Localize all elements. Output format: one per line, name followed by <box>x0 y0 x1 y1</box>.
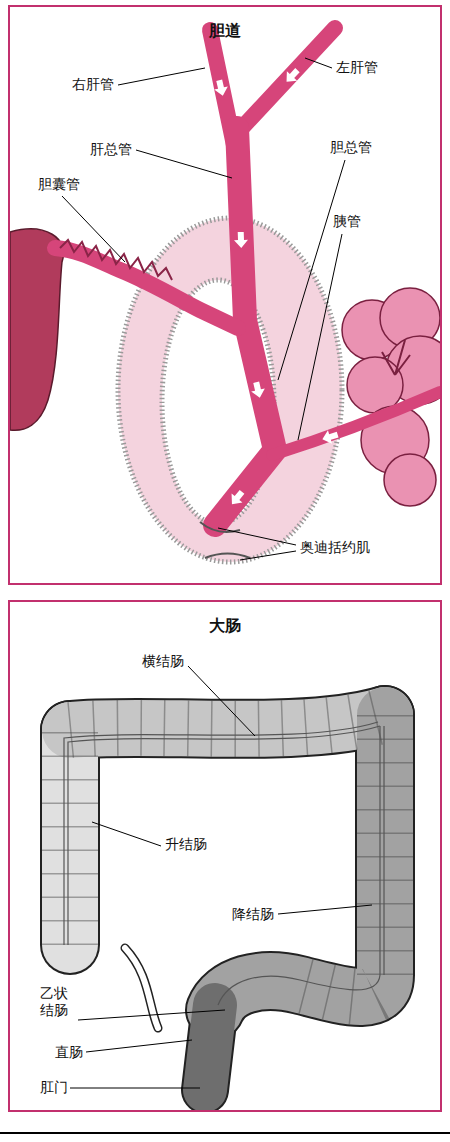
transverse-colon <box>70 715 385 730</box>
part-label: 胰管 <box>333 213 361 230</box>
leader-line <box>218 528 296 545</box>
colon-illustration <box>64 715 385 1090</box>
leader-line <box>298 234 342 440</box>
descending-colon <box>215 715 385 1010</box>
cystic-spiral <box>60 240 172 280</box>
flow-arrow <box>227 487 248 508</box>
leader-line <box>278 160 345 380</box>
flow-arrow <box>249 381 266 400</box>
part-label: 胆囊管 <box>38 176 80 193</box>
panel-frame: 大肠 <box>8 600 442 1112</box>
part-label: 奥迪括约肌 <box>300 539 370 556</box>
leader-line <box>118 68 205 85</box>
part-label: 乙状 结肠 <box>40 985 72 1019</box>
taenia-line <box>383 726 384 975</box>
colon-outline <box>70 715 385 1010</box>
pancreas-lobe <box>384 454 436 506</box>
leader-line <box>188 666 255 736</box>
leader-line <box>278 905 372 914</box>
leader-line <box>305 58 332 68</box>
pancreatic-duct <box>272 392 440 455</box>
taenia-line <box>218 726 380 1005</box>
leader-lines <box>62 58 372 1088</box>
colon-outline-part <box>40 730 100 945</box>
ducts <box>55 28 440 525</box>
leader-line <box>62 196 125 262</box>
flow-arrow <box>212 79 229 98</box>
cystic-duct <box>55 248 238 328</box>
colon-fill <box>70 715 385 1010</box>
colon-outline-part <box>215 715 385 1010</box>
pancreas-branch <box>382 340 410 375</box>
part-label: 右肝管 <box>72 76 114 93</box>
rectum-outline <box>205 1005 215 1090</box>
leader-line <box>240 551 296 560</box>
part-label: 左肝管 <box>336 59 378 76</box>
haustra-part <box>42 730 98 945</box>
part-label: 升结肠 <box>165 836 207 853</box>
flow-arrow <box>281 65 302 86</box>
leader-line <box>78 1010 225 1020</box>
part-label: 肛门 <box>40 1079 68 1096</box>
flow-arrow <box>234 232 249 248</box>
part-label: 肝总管 <box>90 141 132 158</box>
sphincter <box>200 522 250 558</box>
ascending-colon <box>42 730 98 945</box>
part-label: 直肠 <box>55 1044 83 1061</box>
leader-line <box>86 1040 192 1052</box>
leader-line <box>70 1088 200 1089</box>
leader-line <box>136 150 232 178</box>
left-hepatic-duct <box>240 28 335 130</box>
haustra <box>70 715 385 997</box>
leader-line <box>92 822 161 846</box>
panel-title: 胆道 <box>10 7 440 42</box>
part-label: 横结肠 <box>142 653 184 670</box>
flow-arrow <box>320 428 339 446</box>
gallbladder <box>10 229 63 430</box>
bottom-rule <box>0 1132 450 1134</box>
taenia-line <box>64 722 378 945</box>
rectum <box>205 1005 215 1090</box>
taenia-line <box>68 726 380 945</box>
haustra-part <box>70 715 385 730</box>
taenia <box>64 722 384 1005</box>
part-label: 胆总管 <box>330 139 372 156</box>
haustra-part <box>300 715 385 997</box>
biliary-illustration <box>10 28 440 562</box>
flow-arrows <box>212 65 339 508</box>
panel-title: 大肠 <box>10 602 440 637</box>
colon-outline-part <box>70 715 385 730</box>
part-label: 降结肠 <box>232 906 274 923</box>
